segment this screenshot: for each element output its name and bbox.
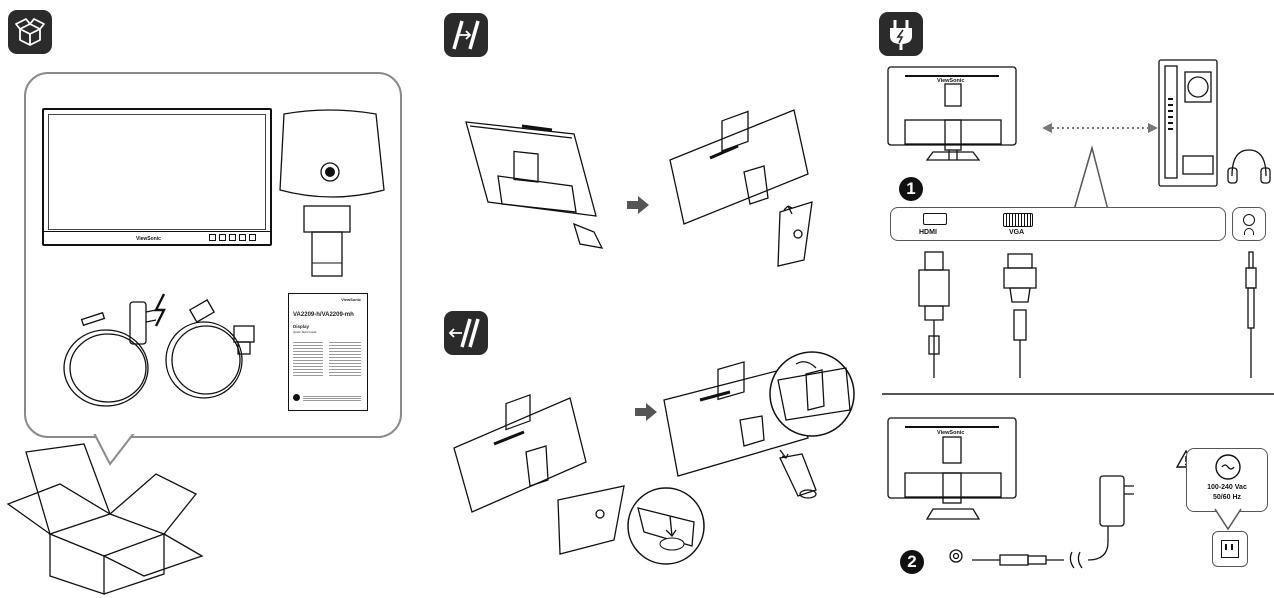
frequency-label: 50/60 Hz bbox=[1212, 494, 1242, 501]
vga-port-icon bbox=[1003, 213, 1033, 227]
wall-outlet-icon bbox=[1221, 540, 1239, 558]
step-1-badge: 1 bbox=[899, 177, 923, 201]
power-section-icon bbox=[879, 12, 923, 56]
port-callout-pointer bbox=[1073, 145, 1109, 211]
monitor-back-without-stand bbox=[465, 121, 604, 249]
quick-start-guide: ViewSonic VA2209-h/VA2209-mh Display Qui… bbox=[288, 293, 368, 411]
stand-base-and-neck-illustration bbox=[279, 109, 385, 277]
dc-power-cable bbox=[949, 475, 1134, 569]
hdmi-port-label: HDMI bbox=[919, 229, 937, 236]
monitor-neck-detached bbox=[663, 361, 817, 499]
audio-jack-icon bbox=[1243, 214, 1255, 226]
section-divider bbox=[882, 393, 1274, 395]
guide-model: VA2209-h/VA2209-mh bbox=[293, 312, 354, 318]
audio-port-panel bbox=[1232, 207, 1266, 241]
step-arrow-right-2 bbox=[635, 403, 657, 421]
stand-attach-icon bbox=[452, 20, 480, 50]
vga-cable-plug bbox=[1003, 253, 1037, 378]
step-2-badge: 2 bbox=[900, 550, 924, 574]
monitor-brand: ViewSonic bbox=[136, 236, 161, 242]
headphone-mini-icon bbox=[1244, 228, 1254, 235]
port-panel: HDMI VGA bbox=[890, 207, 1226, 241]
hdmi-port-icon bbox=[923, 213, 947, 225]
power-plug-icon bbox=[890, 20, 912, 50]
ac-power-symbol bbox=[1215, 454, 1241, 480]
bubble-pointer bbox=[90, 430, 150, 466]
neck-release-zoom-right bbox=[769, 351, 855, 437]
guide-footer-lines bbox=[303, 395, 361, 401]
monitor-front-illustration: ViewSonic bbox=[42, 108, 272, 246]
power-rating-panel: 100-240 Vac 50/60 Hz bbox=[1186, 448, 1268, 512]
guide-subtitle: Display bbox=[293, 324, 310, 329]
box-section-icon bbox=[8, 10, 52, 54]
step-arrow-right-1 bbox=[627, 196, 649, 214]
guide-text-lines-right bbox=[329, 340, 361, 378]
monitor-rear-ports-view: ViewSonic bbox=[887, 66, 1019, 166]
cardboard-box-illustration bbox=[6, 443, 204, 595]
monitor-buttons bbox=[209, 234, 256, 241]
guide-logo-dot bbox=[293, 394, 300, 401]
guide-brand: ViewSonic bbox=[341, 297, 361, 302]
monitor-brand-power: ViewSonic bbox=[937, 430, 965, 436]
guide-small: Quick Start Guide bbox=[293, 330, 317, 334]
audio-cable-plug bbox=[1245, 251, 1257, 378]
hdmi-cable-illustration bbox=[165, 299, 255, 399]
detach-section-icon bbox=[444, 311, 488, 355]
release-button-zoom-left bbox=[627, 487, 705, 565]
monitor-with-stand-detach-left bbox=[453, 393, 625, 555]
vga-port-label: VGA bbox=[1009, 229, 1025, 236]
stand-detach-icon bbox=[448, 318, 480, 348]
assemble-section-icon bbox=[444, 13, 488, 57]
monitor-back-with-stand bbox=[669, 109, 813, 267]
pc-tower-illustration bbox=[1158, 59, 1218, 187]
power-adapter-illustration bbox=[63, 293, 166, 407]
headphones-icon bbox=[1227, 149, 1271, 184]
hdmi-cable-plug bbox=[918, 251, 950, 378]
voltage-label: 100-240 Vac bbox=[1207, 484, 1247, 491]
rating-callout-pointer bbox=[1214, 508, 1242, 531]
guide-text-lines-left bbox=[293, 340, 323, 378]
wall-outlet-panel bbox=[1212, 531, 1248, 567]
monitor-pc-link-arrow bbox=[1042, 123, 1158, 133]
open-box-icon bbox=[15, 18, 45, 46]
monitor-rear-power-view: ViewSonic bbox=[887, 417, 1019, 523]
monitor-brand-rear: ViewSonic bbox=[937, 78, 965, 84]
